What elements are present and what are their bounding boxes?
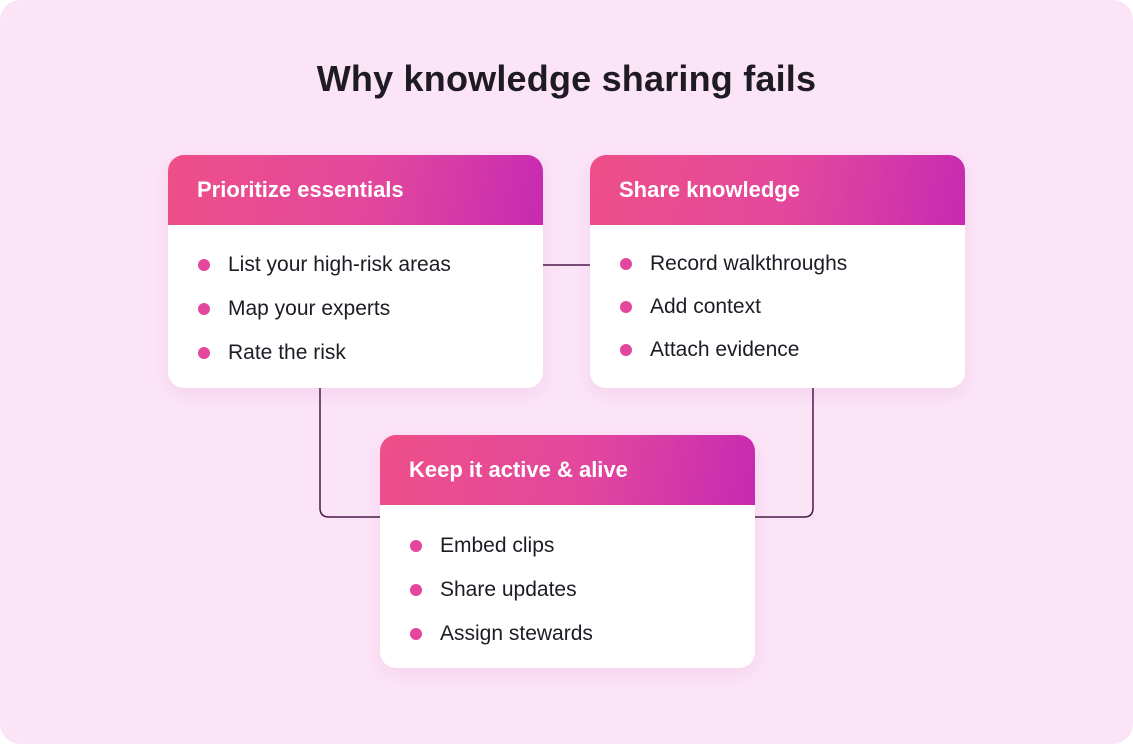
connector-b-c xyxy=(754,388,814,518)
list-item-label: Record walkthroughs xyxy=(650,252,848,275)
bullet-icon xyxy=(198,259,210,271)
list-item: Embed clips xyxy=(380,532,755,576)
bullet-icon xyxy=(620,258,632,270)
list-item-label: Map your experts xyxy=(228,297,391,320)
list-item-label: Share updates xyxy=(440,578,577,601)
bullet-icon xyxy=(620,301,632,313)
list-item-label: Rate the risk xyxy=(228,341,346,364)
card-share-knowledge: Share knowledge Record walkthroughs Add … xyxy=(590,155,965,388)
bullet-icon xyxy=(410,628,422,640)
bullet-icon xyxy=(198,347,210,359)
bullet-icon xyxy=(410,584,422,596)
list-item: Rate the risk xyxy=(168,339,543,383)
card-heading: Share knowledge xyxy=(590,155,965,225)
card-list: Record walkthroughs Add context Attach e… xyxy=(590,225,965,379)
list-item-label: Attach evidence xyxy=(650,338,800,361)
card-list: List your high-risk areas Map your exper… xyxy=(168,225,543,383)
list-item-label: Assign stewards xyxy=(440,622,593,645)
card-heading: Prioritize essentials xyxy=(168,155,543,225)
card-keep-it-active: Keep it active & alive Embed clips Share… xyxy=(380,435,755,668)
list-item: Attach evidence xyxy=(590,336,965,379)
list-item: Assign stewards xyxy=(380,620,755,664)
diagram-title: Why knowledge sharing fails xyxy=(316,58,817,99)
card-heading: Keep it active & alive xyxy=(380,435,755,505)
list-item: List your high-risk areas xyxy=(168,251,543,295)
connector-a-c xyxy=(319,388,380,518)
list-item: Record walkthroughs xyxy=(590,250,965,293)
list-item: Share updates xyxy=(380,576,755,620)
list-item: Add context xyxy=(590,293,965,336)
list-item: Map your experts xyxy=(168,295,543,339)
card-prioritize-essentials: Prioritize essentials List your high-ris… xyxy=(168,155,543,388)
bullet-icon xyxy=(620,344,632,356)
list-item-label: Embed clips xyxy=(440,534,555,557)
card-list: Embed clips Share updates Assign steward… xyxy=(380,505,755,664)
bullet-icon xyxy=(410,540,422,552)
list-item-label: List your high-risk areas xyxy=(228,253,451,276)
bullet-icon xyxy=(198,303,210,315)
list-item-label: Add context xyxy=(650,295,761,318)
